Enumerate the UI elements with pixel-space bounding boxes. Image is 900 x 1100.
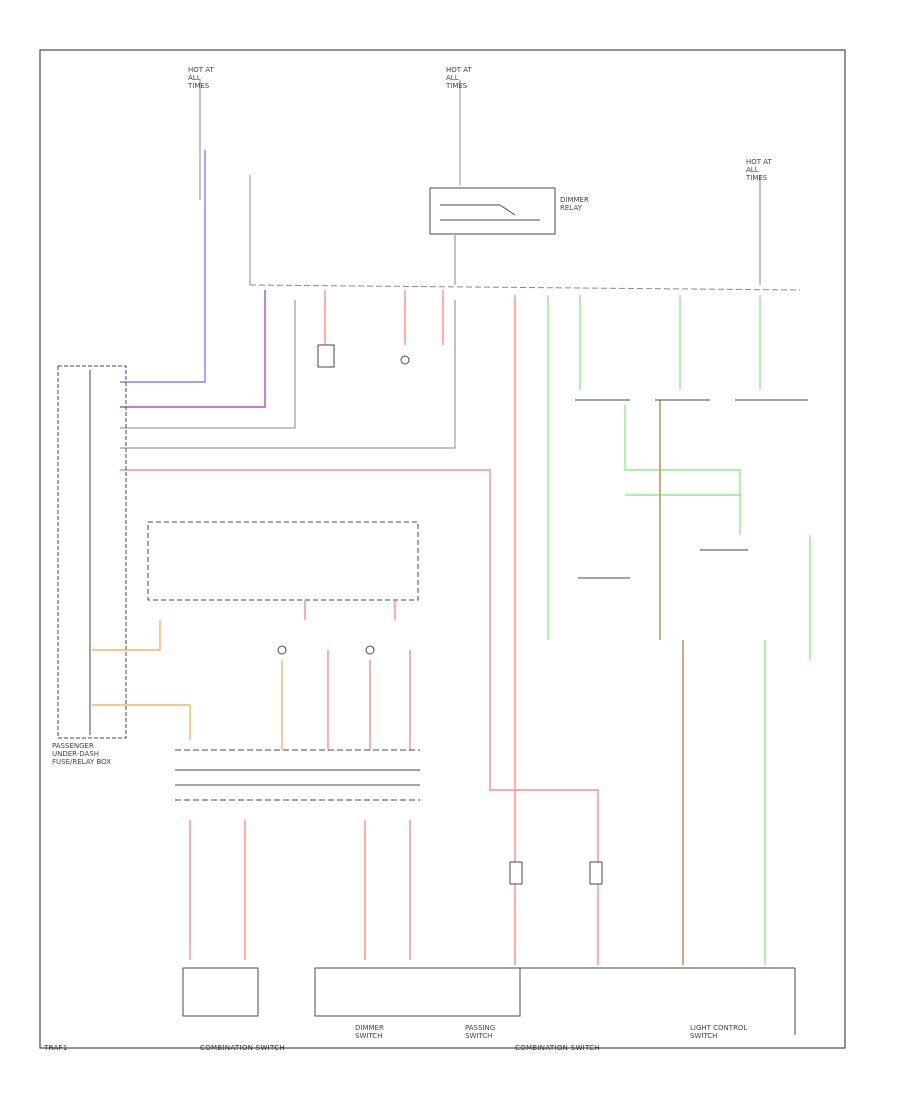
fuse-right-label: HOT AT ALL TIMES xyxy=(746,158,772,182)
wire-brown xyxy=(659,400,684,965)
passing-switch-label: PASSING SWITCH xyxy=(465,1024,496,1040)
diagram-border xyxy=(39,49,846,1049)
wire-black-1 xyxy=(120,300,296,429)
passenger-fuse-box xyxy=(57,365,127,739)
fuse-left-label: HOT AT ALL TIMES xyxy=(188,66,214,90)
footer-code: TRAF1 xyxy=(44,1044,68,1052)
diodes xyxy=(277,344,603,885)
headlight-relay-frame xyxy=(147,521,419,601)
relay-label: DIMMER RELAY xyxy=(560,196,589,212)
wire-blue xyxy=(120,150,206,383)
combination-switch-label: COMBINATION SWITCH xyxy=(200,1044,285,1052)
top-fuse-feeds xyxy=(199,80,761,285)
wire-orange xyxy=(92,620,283,750)
right-connectors xyxy=(575,399,808,579)
wire-red-mid xyxy=(189,600,411,960)
wire-red-long xyxy=(120,469,599,965)
ground-bus xyxy=(175,749,420,801)
dimmer-relay xyxy=(429,187,556,235)
light-control-label: LIGHT CONTROL SWITCH xyxy=(690,1024,748,1040)
dimmer-switch-label: DIMMER SWITCH xyxy=(355,1024,384,1040)
combination-switch-label-2: COMBINATION SWITCH xyxy=(515,1044,600,1052)
wire-violet xyxy=(120,290,266,408)
wire-green xyxy=(547,295,811,965)
fuse-center-label: HOT AT ALL TIMES xyxy=(446,66,472,90)
wire-red-shorts xyxy=(324,290,444,345)
main-bus xyxy=(249,284,801,291)
passenger-fuse-label: PASSENGER UNDER-DASH FUSE/RELAY BOX xyxy=(52,742,112,766)
wire-black-2 xyxy=(120,300,456,449)
bottom-switches xyxy=(182,967,796,1035)
